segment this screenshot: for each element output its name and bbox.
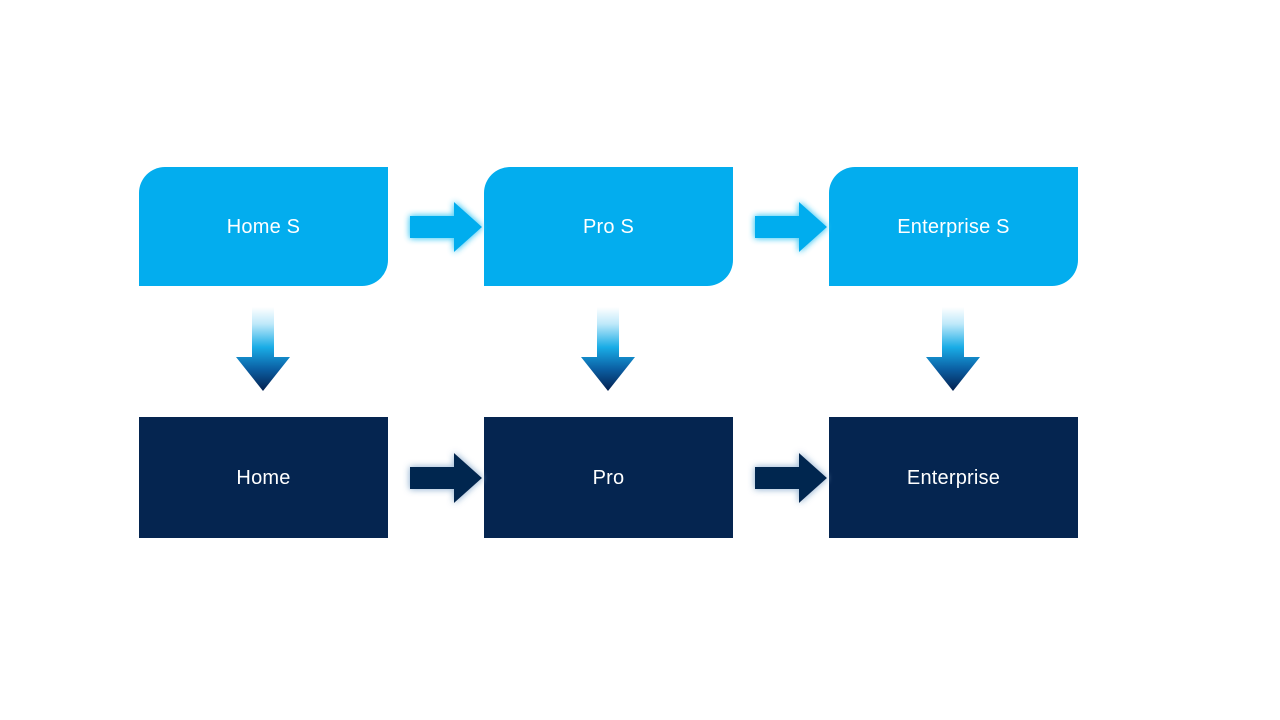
arrow-down-icon	[581, 307, 635, 391]
arrow-down-icon	[236, 307, 290, 391]
connector-service-2	[749, 196, 833, 258]
node-label-enterprise-s: Enterprise S	[897, 215, 1010, 238]
connector-column-3	[918, 305, 988, 395]
connector-product-2	[749, 447, 833, 509]
node-label-pro: Pro	[592, 466, 625, 489]
node-label-home-s: Home S	[226, 215, 301, 238]
node-enterprise-s[interactable]: Enterprise S	[829, 167, 1078, 286]
arrow-right-icon	[755, 202, 827, 252]
node-label-enterprise: Enterprise	[906, 466, 1001, 489]
connector-column-1	[228, 305, 298, 395]
arrow-right-icon	[410, 202, 482, 252]
node-home-s[interactable]: Home S	[139, 167, 388, 286]
arrow-right-icon	[755, 453, 827, 503]
connector-service-1	[404, 196, 488, 258]
node-home[interactable]: Home	[139, 417, 388, 538]
arrow-down-icon	[926, 307, 980, 391]
node-enterprise[interactable]: Enterprise	[829, 417, 1078, 538]
node-pro[interactable]: Pro	[484, 417, 733, 538]
connector-product-1	[404, 447, 488, 509]
node-pro-s[interactable]: Pro S	[484, 167, 733, 286]
arrow-right-icon	[410, 453, 482, 503]
node-label-pro-s: Pro S	[582, 215, 635, 238]
connector-column-2	[573, 305, 643, 395]
node-label-home: Home	[236, 466, 291, 489]
